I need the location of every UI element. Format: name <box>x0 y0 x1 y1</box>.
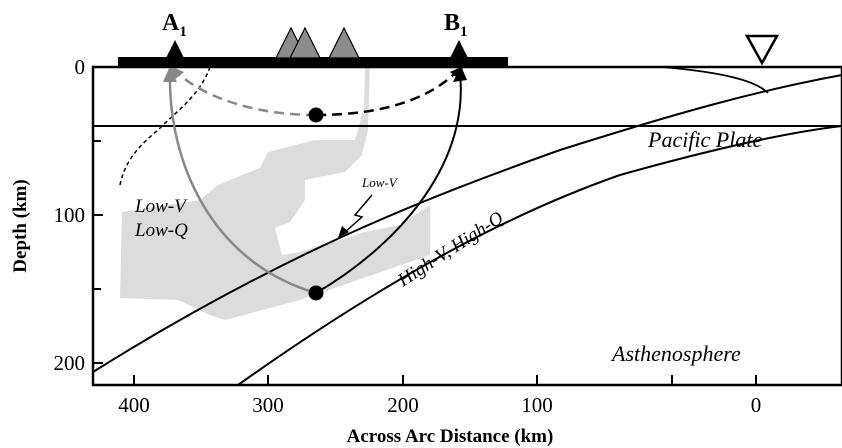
x-axis-title: Across Arc Distance (km) <box>347 426 554 447</box>
x-tick-label: 200 <box>387 393 419 417</box>
arrowhead-black-solid <box>453 66 467 82</box>
low-v-region-label: Low-V <box>134 196 188 217</box>
deep-event-dot-icon <box>308 285 324 301</box>
y-tick-label: 200 <box>54 351 86 375</box>
trench-curve <box>661 66 769 94</box>
trench-inverted-triangle-icon <box>744 34 780 66</box>
arrowhead-gray-solid <box>163 66 177 82</box>
station-a-label: A1 <box>162 10 187 40</box>
shallow-event-dot-icon <box>308 107 324 123</box>
x-tick-label: 0 <box>751 393 762 417</box>
volcano-triangle-icon <box>289 26 321 59</box>
slab-lower-surface <box>237 125 842 386</box>
y-tick-label: 100 <box>54 203 86 227</box>
x-tick-label: 300 <box>252 393 284 417</box>
low-velocity-low-q-zone <box>120 67 430 320</box>
asthenosphere-label: Asthenosphere <box>610 341 741 366</box>
ray-path-solid-to-a <box>168 72 317 295</box>
low-q-region-label: Low-Q <box>134 220 188 241</box>
x-tick-label: 100 <box>521 393 553 417</box>
low-v-pointer-arrow <box>344 194 373 233</box>
low-v-pointer-arrowhead <box>338 226 349 238</box>
x-tick-label: 400 <box>118 393 150 417</box>
volcano-triangle-icon <box>328 26 360 59</box>
y-axis-title: Depth (km) <box>10 179 31 272</box>
station-b-label: B1 <box>444 10 468 40</box>
y-axis: 0 100 200 <box>54 55 103 375</box>
ray-path-dashed-to-b <box>315 69 459 117</box>
station-a-triangle-icon <box>166 40 184 58</box>
ray-path-solid-to-b <box>315 72 462 294</box>
station-b-triangle-icon <box>450 40 468 58</box>
surface-land-bar <box>118 57 508 68</box>
x-axis: 400 300 200 100 0 <box>118 375 761 417</box>
slab-upper-surface <box>92 74 842 373</box>
ray-path-dashed-to-a <box>173 69 317 117</box>
pacific-plate-label: Pacific Plate <box>647 127 762 152</box>
y-tick-label: 0 <box>75 55 86 79</box>
low-v-small-label: Low-V <box>361 175 399 190</box>
